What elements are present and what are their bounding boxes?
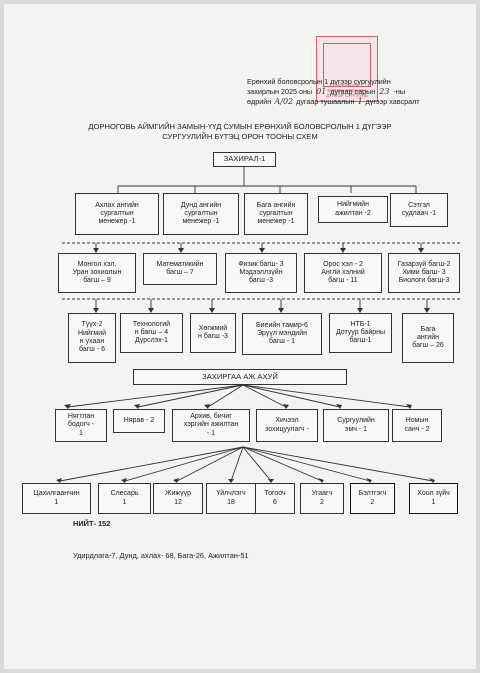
director-box: ЗАХИРАЛ-1 (213, 152, 276, 167)
accountant-box: Нягтлан бодогч - 1 (55, 409, 107, 442)
teacher-music-box: Хөгжмий н багш -3 (190, 313, 236, 353)
librarian-box: Номын санч - 2 (392, 409, 442, 442)
plumber-box: Слесарь 1 (98, 483, 151, 514)
nutritionist-box: Хоол зүйч 1 (409, 483, 458, 514)
title-line-1: ДОРНОГОВЬ АЙМГИЙН ЗАМЫН-ҮҮД СУМЫН ЕРӨНХИ… (88, 122, 392, 131)
coordinator-box: Хичээл зохицуулагч - (256, 409, 318, 442)
handwritten-month: 01 (316, 87, 327, 96)
stamp-text: ЭРЕНХИЙ БОЛОВСРОЛЫН 1 ДҮГЭЭР СУРГУУЛЬ (326, 83, 368, 98)
summary-line: Удирдлага-7, Дунд, ахлах- 68, Бага-26, А… (73, 551, 249, 560)
teacher-mongolian-box: Монгол хэл, Уран зохиолын багш – 9 (58, 253, 136, 293)
official-stamp: ЭРЕНХИЙ БОЛОВСРОЛЫН 1 ДҮГЭЭР СУРГУУЛЬ (316, 36, 378, 102)
teacher-history-social-box: Түүх-2 Нийгмий н ухаан багш - 6 (68, 313, 116, 363)
admin-header-box: ЗАХИРГАА АЖ АХУЙ (133, 369, 347, 385)
teacher-languages-box: Орос хэл - 2 Англи хэлний багш - 11 (304, 253, 382, 293)
approval-line-2: захирлын 2025 оны 01 дугаар сарын 23 -ны (247, 87, 405, 96)
procurement-box: Бэлтгэгч 2 (350, 483, 395, 514)
handwritten-order-no: А/02 (274, 97, 294, 106)
manager-middle-box: Дунд ангийн сургалтын менежер -1 (163, 193, 239, 235)
social-worker-box: Нийгмийн ажилтан -2 (318, 196, 388, 223)
manager-senior-box: Ахлах ангийн сургалтын менежер -1 (75, 193, 159, 235)
teacher-special-dorm-box: НТБ-1 Дотуур байрны багш-1 (329, 313, 392, 353)
school-doctor-box: Сургуулийн эмч - 1 (323, 409, 389, 442)
teacher-primary-box: Бага ангийн багш – 26 (402, 313, 454, 363)
title-line-2: СУРГУУЛИЙН БҮТЭЦ ОРОН ТООНЫ СХЕМ (162, 132, 318, 141)
storekeeper-box: Нярав - 2 (113, 409, 165, 433)
handwritten-day: 23 (379, 87, 390, 96)
approval-line-3: өдрийн А/02 дугаар тушаалын 1 дүгээр хав… (247, 97, 420, 106)
psychologist-box: Сэтгэл судлаач -1 (390, 193, 448, 227)
total-label: НИЙТ- 152 (73, 519, 111, 528)
teacher-physics-it-box: Физик багш- 3 Мэдээллзүйн багш -3 (225, 253, 297, 293)
handwritten-annex-no: 1 (357, 97, 363, 106)
cleaner-box: Үйлчлэгч 18 (206, 483, 256, 514)
electrician-box: Цахилгаанчин 1 (22, 483, 91, 514)
teacher-technology-art-box: Технологий н багш – 4 Дүрслэх-1 (120, 313, 183, 353)
cook-box: Тогооч 6 (255, 483, 295, 514)
archivist-box: Архив, бичиг хэргийн ажилтан - 1 (172, 409, 250, 442)
teacher-math-box: Математикийн багш – 7 (143, 253, 217, 285)
teacher-pe-health-box: Биеийн тамир-6 Эрүүл мэндийн багш - 1 (242, 313, 322, 355)
guard-box: Жижүүр 12 (153, 483, 203, 514)
teacher-sciences-box: Газарзүй багш-2 Хими багш- 3 Биологи баг… (388, 253, 460, 293)
approval-line-1: Ерөнхий боловсролын 1 дүгээр сургуулийн (247, 77, 391, 86)
laundry-box: Угаагч 2 (300, 483, 344, 514)
manager-primary-box: Бага ангийн сургалтын менежер -1 (244, 193, 308, 235)
stamp-frame (323, 43, 371, 87)
